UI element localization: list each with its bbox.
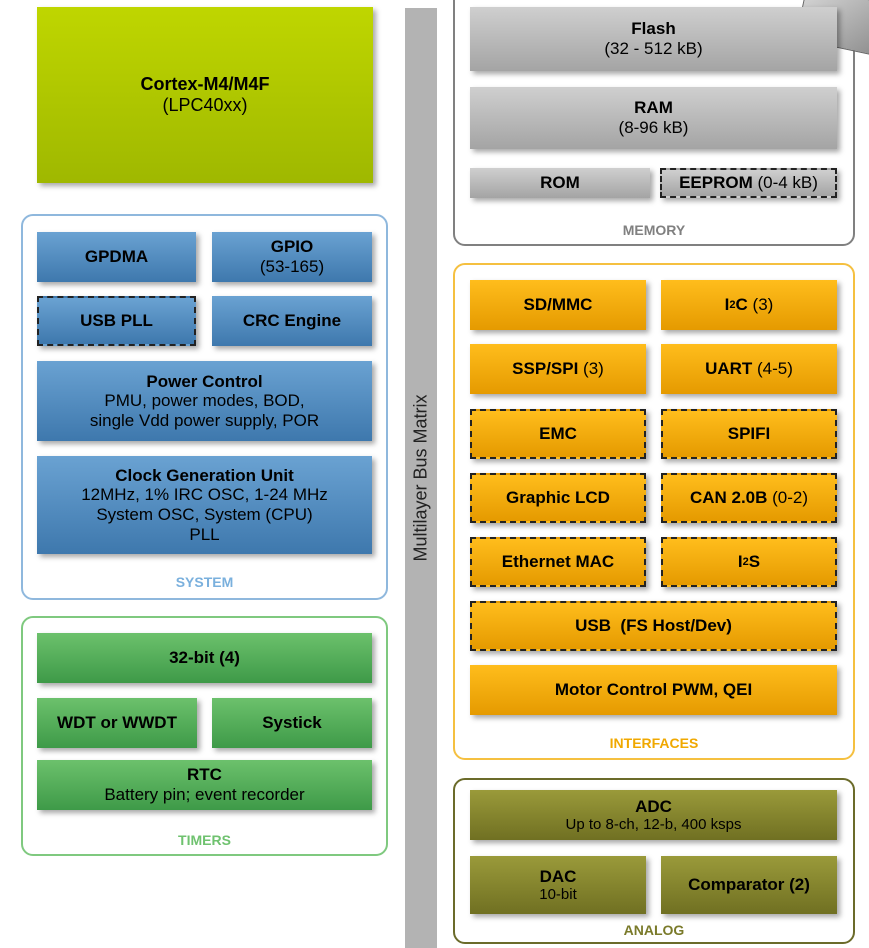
systick-label: Systick: [262, 713, 322, 733]
flash-block: Flash (32 - 512 kB): [470, 7, 837, 71]
systick-block: Systick: [212, 698, 372, 748]
gpio-sub: (53-165): [259, 257, 325, 276]
spifi-block: SPIFI: [661, 409, 837, 459]
usb-block: USB (FS Host/Dev): [470, 601, 837, 651]
ssp-spi-block: SSP/SPI (3): [470, 344, 646, 394]
ssp-count: (3): [578, 359, 604, 379]
emc-block: EMC: [470, 409, 646, 459]
usb-pll-block: USB PLL: [37, 296, 196, 346]
can-count: (0-2): [767, 488, 809, 508]
usb-pll-label: USB PLL: [80, 311, 153, 331]
i2s-sup: 2: [742, 555, 749, 568]
power-title: Power Control: [146, 371, 263, 391]
rtc-title: RTC: [187, 765, 222, 785]
i2c-count: (3): [747, 295, 774, 315]
i2s-s: S: [748, 552, 761, 572]
flash-sub: (32 - 512 kB): [604, 39, 703, 58]
i2c-c: C: [735, 295, 748, 315]
analog-label: ANALOG: [623, 922, 685, 938]
rtc-block: RTC Battery pin; event recorder: [37, 760, 372, 810]
uart-count: (4-5): [752, 359, 793, 379]
comparator-block: Comparator (2): [661, 856, 837, 914]
dac-title: DAC: [539, 866, 577, 886]
adc-block: ADC Up to 8-ch, 12-b, 400 ksps: [470, 790, 837, 840]
motor-control-block: Motor Control PWM, QEI: [470, 665, 837, 715]
dac-sub: 10-bit: [539, 886, 577, 904]
emc-label: EMC: [539, 424, 577, 444]
uart-block: UART (4-5): [661, 344, 837, 394]
interfaces-label: INTERFACES: [609, 735, 699, 751]
rtc-sub: Battery pin; event recorder: [104, 785, 305, 804]
flash-title: Flash: [631, 19, 676, 39]
rom-label: ROM: [540, 173, 580, 193]
can-block: CAN 2.0B (0-2): [661, 473, 837, 523]
sdmmc-block: SD/MMC: [470, 280, 646, 330]
motor-label: Motor Control PWM, QEI: [554, 680, 753, 700]
wdt-block: WDT or WWDT: [37, 698, 197, 748]
gpio-label: GPIO: [270, 237, 314, 257]
uart-label: UART: [705, 359, 753, 379]
bus-matrix-bar: [405, 8, 437, 948]
timer32-block: 32-bit (4): [37, 633, 372, 683]
crc-label: CRC Engine: [242, 311, 342, 331]
power-line2: single Vdd power supply, POR: [89, 410, 320, 430]
cortex-m4-block: Cortex-M4/M4F (LPC40xx): [37, 7, 373, 183]
ram-block: RAM (8-96 kB): [470, 87, 837, 149]
gpio-block: GPIO (53-165): [212, 232, 372, 282]
lcd-label: Graphic LCD: [506, 488, 610, 508]
timers-label: TIMERS: [178, 832, 231, 848]
clock-title: Clock Generation Unit: [115, 465, 294, 485]
rom-block: ROM: [470, 168, 650, 198]
clock-line2: System OSC, System (CPU): [96, 505, 313, 524]
crc-engine-block: CRC Engine: [212, 296, 372, 346]
i2s-label: I: [737, 552, 743, 572]
gpdma-block: GPDMA: [37, 232, 196, 282]
dac-block: DAC 10-bit: [470, 856, 646, 914]
graphic-lcd-block: Graphic LCD: [470, 473, 646, 523]
adc-sub: Up to 8-ch, 12-b, 400 ksps: [565, 816, 742, 834]
spifi-label: SPIFI: [727, 424, 771, 444]
clock-line1: 12MHz, 1% IRC OSC, 1-24 MHz: [81, 485, 328, 505]
memory-label: MEMORY: [622, 222, 686, 238]
cpu-subtitle: (LPC40xx): [162, 95, 248, 115]
eeprom-sub: (0-4 kB): [752, 173, 818, 193]
ram-sub: (8-96 kB): [618, 118, 689, 137]
power-control-block: Power Control PMU, power modes, BOD, sin…: [37, 361, 372, 441]
wdt-label: WDT or WWDT: [57, 713, 177, 733]
system-label: SYSTEM: [175, 574, 234, 590]
cpu-title: Cortex-M4/M4F: [140, 74, 270, 95]
ethernet-label: Ethernet MAC: [501, 552, 615, 572]
i2c-label: I: [724, 295, 730, 315]
power-line1: PMU, power modes, BOD,: [104, 391, 305, 411]
adc-title: ADC: [635, 796, 672, 816]
eeprom-block: EEPROM (0-4 kB): [660, 168, 837, 198]
clock-line3: PLL: [189, 524, 220, 544]
comparator-label: Comparator (2): [688, 875, 810, 895]
bus-matrix-label: Multilayer Bus Matrix: [410, 394, 431, 562]
eeprom-label: EEPROM: [679, 173, 753, 193]
ram-title: RAM: [634, 98, 673, 118]
ethernet-mac-block: Ethernet MAC: [470, 537, 646, 587]
timer32-label: 32-bit (4): [169, 648, 240, 668]
i2c-sup: 2: [729, 298, 736, 311]
sdmmc-label: SD/MMC: [523, 295, 593, 315]
gpdma-label: GPDMA: [84, 247, 149, 267]
can-label: CAN 2.0B: [689, 488, 768, 508]
clock-generation-block: Clock Generation Unit 12MHz, 1% IRC OSC,…: [37, 456, 372, 554]
usb-label: USB (FS Host/Dev): [575, 616, 732, 636]
ssp-label: SSP/SPI: [512, 359, 579, 379]
